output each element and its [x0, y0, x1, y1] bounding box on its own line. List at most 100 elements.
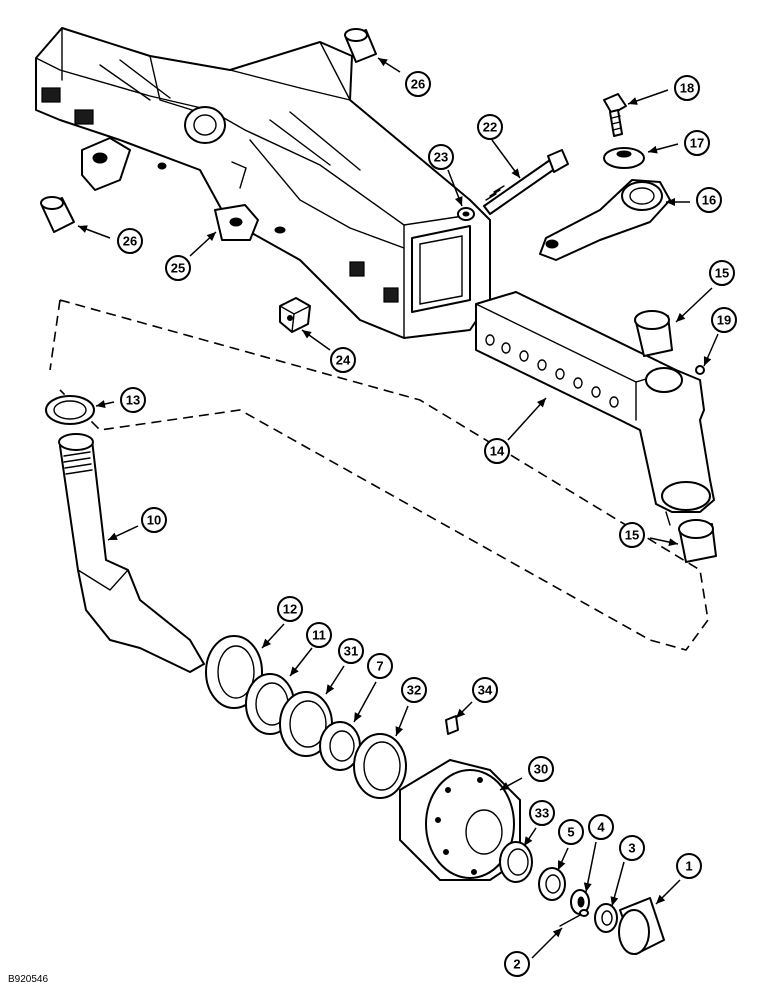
bushing-left — [40, 196, 75, 233]
thick-washer — [603, 147, 645, 169]
callout-label: 22 — [483, 120, 497, 135]
callout-bubble — [165, 255, 191, 281]
arrowhead — [610, 896, 619, 906]
thrust-washer — [45, 395, 95, 425]
figure-code: B920546 — [8, 974, 49, 985]
callout-24: 24 — [301, 329, 356, 373]
callout-label: 32 — [407, 683, 421, 698]
callout-label: 1 — [685, 859, 692, 874]
callout-label: 15 — [715, 266, 729, 281]
arrowhead — [668, 538, 678, 547]
arrowhead — [395, 726, 404, 736]
callout-label: 7 — [376, 659, 383, 674]
callout-bubble — [428, 144, 454, 170]
callout-19: 19 — [703, 307, 737, 367]
callout-13: 13 — [95, 387, 146, 413]
wheel-hub — [399, 759, 521, 881]
bearing-cup-outer — [499, 841, 533, 883]
callout-label: 26 — [123, 234, 137, 249]
cotter-pin — [559, 909, 589, 927]
callout-label: 19 — [717, 313, 731, 328]
callout-bubble — [277, 596, 303, 622]
arrowhead — [511, 168, 520, 178]
callout-bubble — [306, 622, 332, 648]
arrowhead — [455, 196, 463, 206]
callout-bubble — [588, 814, 614, 840]
callout-label: 11 — [312, 628, 326, 643]
callout-17: 17 — [647, 130, 710, 156]
arrowhead — [628, 97, 638, 105]
leader-line — [507, 397, 547, 441]
callout-label: 3 — [628, 841, 635, 856]
grease-fitting — [695, 365, 705, 375]
square-nut — [279, 297, 311, 333]
arrowhead — [648, 145, 658, 154]
callout-32: 32 — [395, 677, 427, 737]
callout-16: 16 — [666, 187, 722, 213]
arrowhead — [676, 312, 686, 322]
callout-label: 23 — [434, 150, 448, 165]
arrowhead — [326, 684, 335, 694]
arrowhead — [290, 666, 299, 676]
callout-bubble — [528, 756, 554, 782]
assembly-line — [49, 299, 709, 651]
bushing-upper — [634, 310, 673, 357]
callout-15: 15 — [619, 522, 679, 548]
callout-label: 12 — [283, 602, 297, 617]
callout-3: 3 — [610, 835, 645, 907]
arrowhead — [108, 532, 118, 540]
callout-label: 26 — [411, 77, 425, 92]
callout-bubble — [619, 522, 645, 548]
spindle — [58, 433, 205, 673]
slotted-nut — [594, 903, 618, 933]
callout-bubble — [117, 228, 143, 254]
callout-bubble — [696, 187, 722, 213]
callout-bubble — [141, 507, 167, 533]
callout-bubble — [405, 71, 431, 97]
callout-label: 33 — [535, 806, 549, 821]
arrowhead — [536, 398, 546, 408]
arrowhead — [583, 882, 592, 892]
bushing-top — [344, 28, 377, 63]
callout-label: 18 — [680, 81, 694, 96]
callout-10: 10 — [107, 507, 167, 541]
callout-bubble — [477, 114, 503, 140]
callout-label: 4 — [597, 820, 605, 835]
callout-34: 34 — [455, 677, 498, 719]
steering-arm — [539, 179, 671, 261]
callout-bubble — [709, 260, 735, 286]
callout-bubble — [711, 307, 737, 333]
callout-label: 17 — [690, 136, 704, 151]
hub-cap — [618, 897, 665, 955]
cap-screw — [603, 93, 627, 137]
callout-bubble — [484, 438, 510, 464]
callout-label: 5 — [567, 825, 574, 840]
bearing-cone-outer — [538, 867, 566, 901]
callout-12: 12 — [261, 596, 303, 649]
callout-bubble — [558, 819, 584, 845]
callout-4: 4 — [583, 814, 614, 893]
axle-beam — [35, 27, 491, 339]
callout-23: 23 — [428, 144, 463, 207]
callout-bubble — [330, 347, 356, 373]
arrowhead — [262, 638, 272, 648]
callout-26: 26 — [377, 57, 431, 97]
axle-extension — [475, 291, 715, 526]
callout-33: 33 — [523, 800, 555, 847]
callout-bubble — [401, 677, 427, 703]
arrowhead — [558, 860, 566, 870]
callout-15: 15 — [675, 260, 735, 323]
arrowhead — [96, 400, 106, 408]
ring-32 — [353, 733, 407, 799]
callout-label: 15 — [625, 528, 639, 543]
callout-label: 34 — [478, 683, 493, 698]
callout-label: 10 — [147, 513, 161, 528]
callout-bubble — [338, 638, 364, 664]
callout-label: 24 — [336, 353, 351, 368]
arrowhead — [78, 225, 88, 233]
bushing-lower — [678, 519, 717, 563]
callout-label: 30 — [534, 762, 548, 777]
callout-25: 25 — [165, 231, 217, 281]
